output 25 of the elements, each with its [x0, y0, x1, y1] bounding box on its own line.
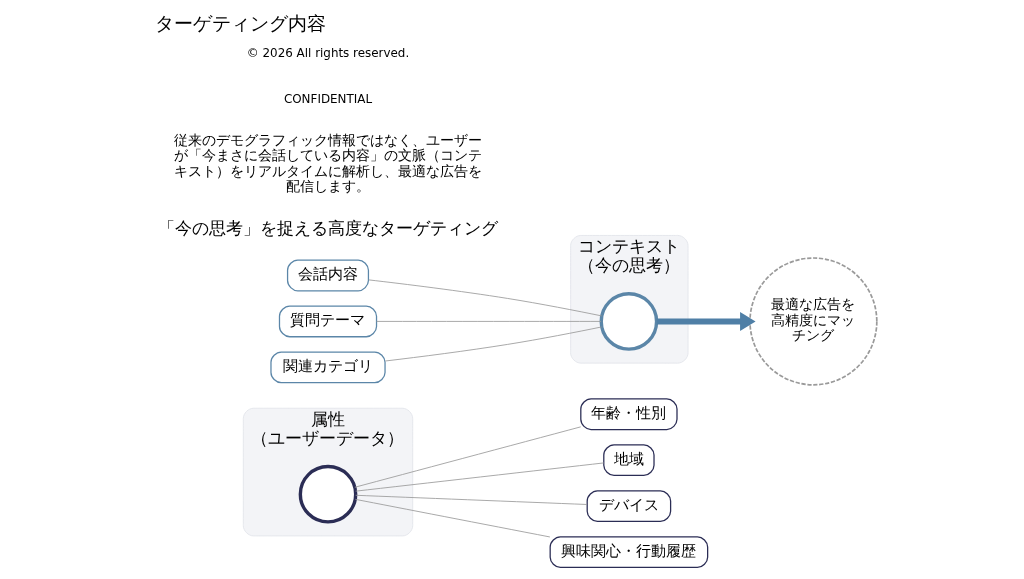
connector: [384, 326, 602, 362]
node-circle: 最適な広告を高精度にマッチング: [748, 257, 878, 386]
node-circle: [298, 464, 357, 524]
node-box: デバイス: [586, 490, 671, 523]
cluster: コンテキスト （今の思考）: [569, 235, 688, 364]
label: CONFIDENTIAL: [283, 92, 372, 107]
node-box: 年齢・性別: [579, 398, 678, 431]
node-box: 地域: [602, 444, 655, 477]
node-circle: [599, 292, 658, 351]
diagram-title: ターゲティング内容: [154, 12, 326, 34]
label: 従来のデモグラフィック情報ではなく、ユーザーが「今まさに会話している内容」の文脈（コンテキスト）をリアルタイムに解析し、最適な広告を配信します。: [173, 132, 482, 195]
cluster: 属性 （ユーザーデータ）: [242, 407, 413, 537]
arrow: [656, 311, 756, 331]
node-box: 質問テーマ: [278, 305, 377, 338]
node-box: 関連カテゴリ: [269, 351, 386, 384]
label: 「今の思考」を捉える高度なターゲティング: [157, 217, 498, 238]
node-box: 興味関心・行動履歴: [549, 536, 708, 569]
connector: [354, 494, 587, 505]
connector: [354, 462, 604, 492]
connector: [375, 321, 601, 322]
node-box: 会話内容: [286, 259, 369, 292]
connector: [353, 426, 581, 488]
connector: [354, 498, 550, 538]
label: © 2026 All rights reserved.: [246, 46, 409, 61]
connector: [367, 279, 602, 317]
